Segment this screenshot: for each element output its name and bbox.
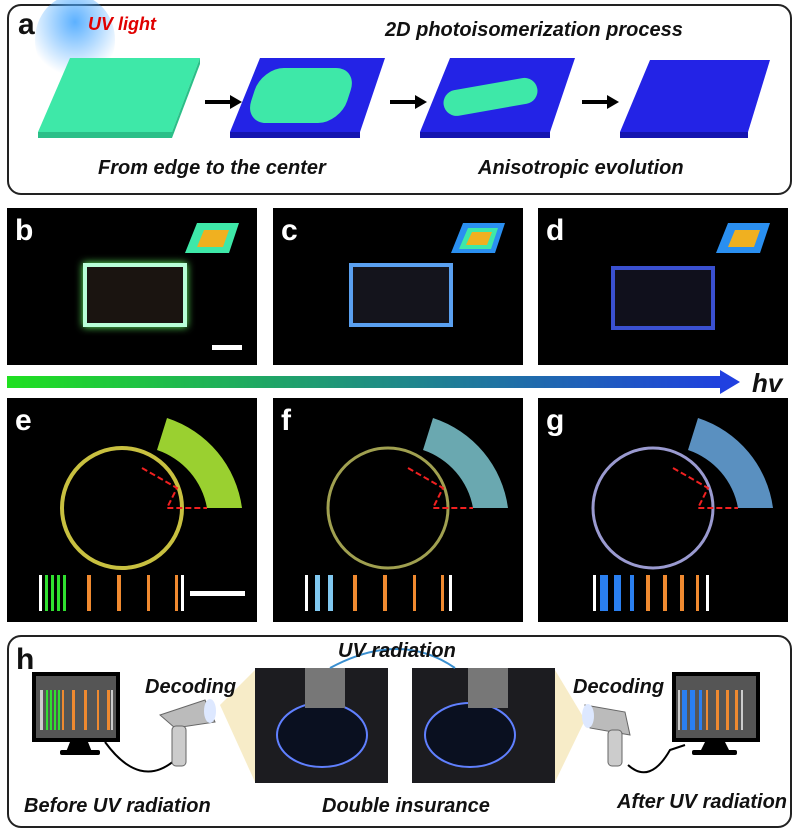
panel-g-image: g	[538, 398, 788, 622]
panel-label-a: a	[18, 8, 35, 41]
panel-label-f: f	[281, 404, 291, 437]
arrow-icon	[582, 95, 619, 109]
caption-anisotropic: Anisotropic evolution	[478, 157, 684, 179]
panel-label-h: h	[16, 643, 35, 676]
panel-a-title: 2D photoisomerization process	[385, 19, 683, 41]
slab-fully-converted	[620, 60, 770, 138]
panel-d-image: d	[538, 208, 788, 365]
panel-label-c: c	[281, 214, 298, 247]
slab-anisotropic	[420, 58, 575, 138]
caption-edge-to-center: From edge to the center	[98, 157, 326, 179]
panel-label-g: g	[546, 404, 565, 437]
caption-before-uv: Before UV radiation	[24, 795, 211, 817]
scale-bar	[212, 345, 242, 350]
panel-label-b: b	[15, 214, 34, 247]
panel-a-frame	[7, 4, 792, 195]
uv-radiation-label: UV radiation	[338, 640, 456, 662]
hv-label: hv	[752, 368, 783, 398]
panel-c-image: c	[273, 208, 523, 365]
barcode	[305, 575, 452, 611]
barcode	[593, 575, 709, 611]
slab-edge-converted	[230, 58, 385, 138]
panel-b-image: b	[7, 208, 257, 365]
panel-h-frame	[7, 635, 792, 828]
arrow-icon	[390, 95, 427, 109]
caption-after-uv: After UV radiation	[617, 791, 788, 813]
barcode	[39, 575, 184, 611]
arrow-icon	[205, 95, 242, 109]
panel-e-image: e	[7, 398, 257, 622]
decoding-right-label: Decoding	[573, 676, 665, 698]
decoding-left-label: Decoding	[145, 676, 237, 698]
scale-bar	[190, 591, 245, 596]
slab-initial	[38, 58, 200, 138]
caption-double-insurance: Double insurance	[322, 795, 490, 817]
panel-label-d: d	[546, 214, 565, 247]
uv-light-label: UV light	[88, 14, 156, 34]
panel-label-e: e	[15, 404, 32, 437]
panel-a-illustration	[35, 0, 770, 138]
panel-f-image: f	[273, 398, 523, 622]
